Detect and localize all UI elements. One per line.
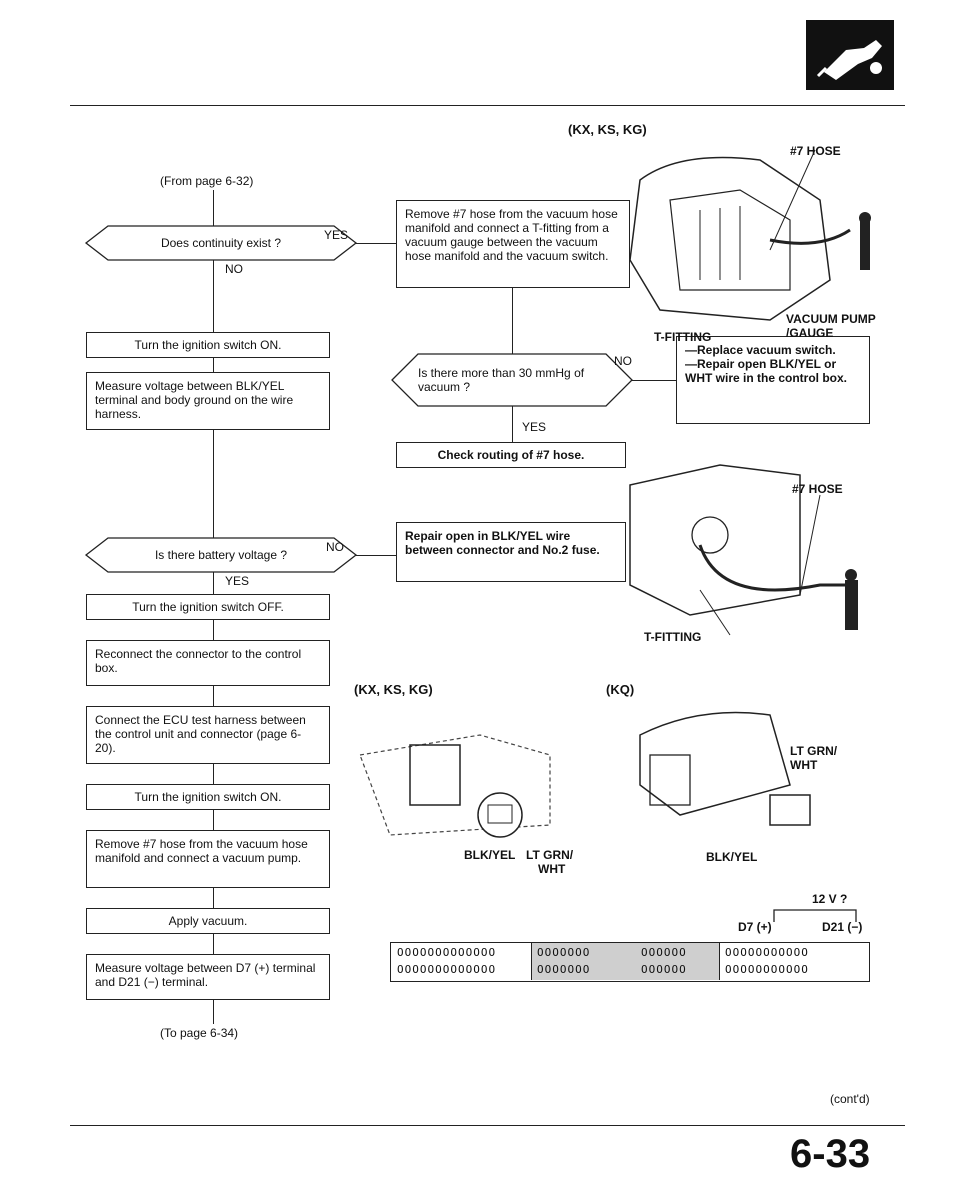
ecu-connector: OOOOOOOOOOOOO OOOOOOO OOOOOO OOOOOOOOOOO… <box>390 942 870 982</box>
d7-label: D7 (+) <box>738 920 772 934</box>
wht-label-a: WHT <box>538 862 566 876</box>
blk-yel-label-b: BLK/YEL <box>706 850 758 864</box>
d21-label: D21 (−) <box>822 920 863 934</box>
hose7-label-a: #7 HOSE <box>790 144 841 158</box>
vacuum-question: Is there more than 30 mmHg of vacuum ? <box>418 366 585 394</box>
engine-illustration-top <box>629 149 871 321</box>
to-page-label: (To page 6-34) <box>160 1026 239 1040</box>
kx-label-bottom: (KX, KS, KG) <box>354 682 433 697</box>
measure-d7-box: Measure voltage between D7 (+) terminal … <box>86 954 330 1000</box>
kq-label: (KQ) <box>606 682 635 697</box>
yes-label-battery: YES <box>225 574 250 588</box>
voltage-label: 12 V ? <box>812 892 848 906</box>
pin-row-b2: OOOOOOO <box>537 963 591 976</box>
connector-illustration-kq <box>639 711 811 826</box>
footer-rule <box>70 1125 905 1126</box>
pin-row-a3: OOOOOO <box>641 946 687 959</box>
tfitting-label-a: T-FITTING <box>654 330 712 344</box>
replace-line-1: —Replace vacuum switch. <box>685 343 836 357</box>
replace-switch-box: —Replace vacuum switch. —Repair open BLK… <box>676 336 870 424</box>
continuity-question: Does continuity exist ? <box>160 236 282 250</box>
pin-row-a1: OOOOOOOOOOOOO <box>397 946 497 959</box>
tfitting-label-b: T-FITTING <box>644 630 702 644</box>
apply-vacuum-box: Apply vacuum. <box>86 908 330 934</box>
lt-grn-label-a: LT GRN/ <box>526 848 574 862</box>
connect-ecu-box: Connect the ECU test harness between the… <box>86 706 330 764</box>
pin-row-b1: OOOOOOOOOOOOO <box>397 963 497 976</box>
wht-label-b: WHT <box>790 758 818 772</box>
yes-label-vacuum: YES <box>522 420 547 434</box>
vacuum-pump-label: VACUUM PUMP <box>786 312 876 326</box>
ign-on-box-2: Turn the ignition switch ON. <box>86 784 330 810</box>
measure-blk-box: Measure voltage between BLK/YEL terminal… <box>86 372 330 430</box>
connector-illustration-kx <box>359 734 551 838</box>
ign-off-box: Turn the ignition switch OFF. <box>86 594 330 620</box>
yes-label-continuity: YES <box>324 228 349 242</box>
pin-row-a2: OOOOOOO <box>537 946 591 959</box>
pin-row-b3: OOOOOO <box>641 963 687 976</box>
lt-grn-label-b: LT GRN/ <box>790 744 838 758</box>
gauge-label: /GAUGE <box>786 326 834 340</box>
repair-open-box: Repair open in BLK/YEL wire between conn… <box>396 522 626 582</box>
meter-bracket <box>773 909 857 922</box>
reconnect-box: Reconnect the connector to the control b… <box>86 640 330 686</box>
pin-row-a4: OOOOOOOOOOO <box>725 946 809 959</box>
contd-label: (cont'd) <box>830 1092 870 1106</box>
no-label-battery: NO <box>326 540 344 554</box>
page-number: 6-33 <box>790 1132 871 1176</box>
no-label-vacuum: NO <box>614 354 632 368</box>
replace-line-2: —Repair open BLK/YEL or WHT wire in the … <box>685 357 847 385</box>
from-page-label: (From page 6-32) <box>160 174 254 188</box>
diagram-title-top: (KX, KS, KG) <box>568 122 647 137</box>
no-label-continuity: NO <box>225 262 243 276</box>
hose7-label-b: #7 HOSE <box>792 482 843 496</box>
remove-hose-pump-box: Remove #7 hose from the vacuum hose mani… <box>86 830 330 888</box>
blk-yel-label-a: BLK/YEL <box>464 848 516 862</box>
remove-hose-gauge-box: Remove #7 hose from the vacuum hose mani… <box>396 200 630 288</box>
check-routing-box: Check routing of #7 hose. <box>396 442 626 468</box>
fuel-nozzle-icon <box>816 40 882 80</box>
header-rule <box>70 105 905 106</box>
control-box-illustration <box>629 464 858 636</box>
battery-question: Is there battery voltage ? <box>154 548 288 562</box>
header-logo <box>806 20 894 90</box>
pin-row-b4: OOOOOOOOOOO <box>725 963 809 976</box>
ign-on-box-1: Turn the ignition switch ON. <box>86 332 330 358</box>
